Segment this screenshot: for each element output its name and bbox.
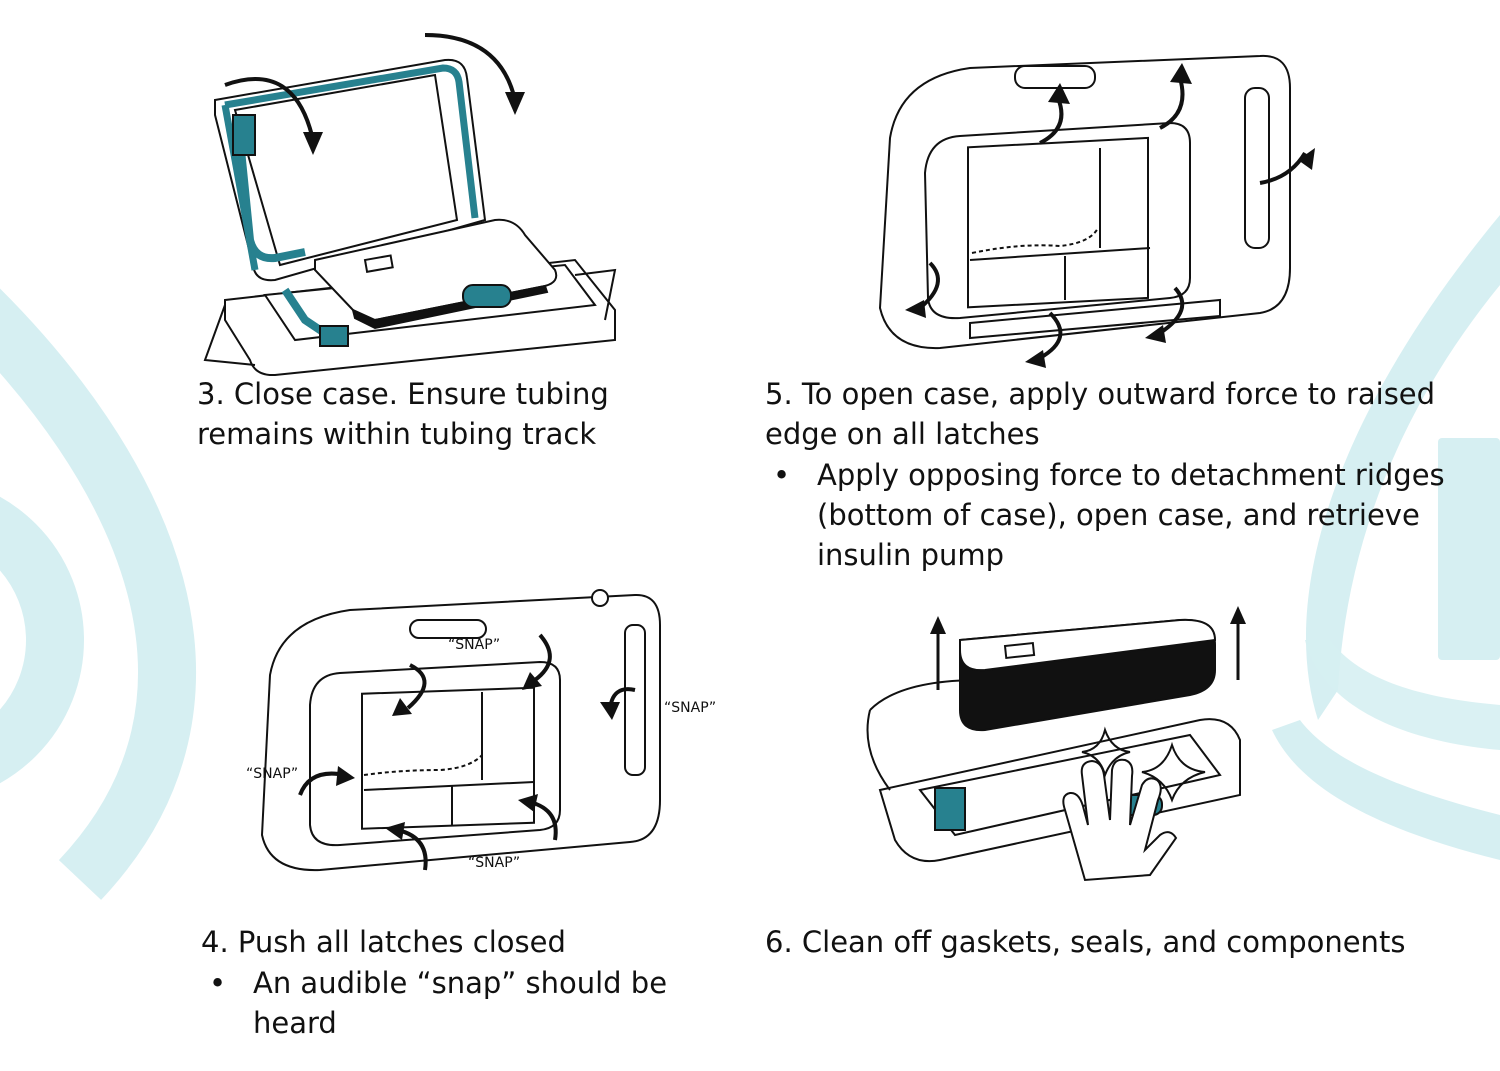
step-4-bullet: An audible “snap” should be heard bbox=[201, 963, 681, 1043]
step-6-text: 6. Clean off gaskets, seals, and compone… bbox=[765, 925, 1406, 959]
figure-push-latches: “SNAP” “SNAP” “SNAP” “SNAP” bbox=[240, 580, 740, 880]
step-4-bullets: An audible “snap” should be heard bbox=[201, 963, 681, 1043]
sparkle-icon bbox=[1081, 726, 1206, 803]
figure-open-latches bbox=[860, 38, 1330, 368]
figure-close-case bbox=[195, 20, 635, 380]
closed-case-illustration bbox=[878, 54, 1315, 368]
snap-case-illustration: “SNAP” “SNAP” “SNAP” “SNAP” bbox=[246, 589, 716, 872]
hand-wipe-icon bbox=[1062, 758, 1178, 882]
clean-case-illustration bbox=[866, 606, 1246, 882]
step-5-text: 5. To open case, apply outward force to … bbox=[765, 377, 1436, 451]
snap-callout-bottom: “SNAP” bbox=[468, 855, 520, 871]
step-4-text: 4. Push all latches closed bbox=[201, 925, 566, 959]
snap-callout-right: “SNAP” bbox=[664, 700, 716, 716]
curved-arrow-icon bbox=[224, 33, 517, 141]
straight-up-arrow-icon bbox=[936, 620, 1240, 690]
figure-clean-components bbox=[860, 606, 1280, 885]
step-5-bullets: Apply opposing force to detachment ridge… bbox=[765, 455, 1465, 575]
step-5-bullet: Apply opposing force to detachment ridge… bbox=[765, 455, 1465, 575]
snap-callout-top: “SNAP” bbox=[448, 637, 500, 653]
case-illustration bbox=[203, 33, 617, 377]
step-3-text: 3. Close case. Ensure tubing remains wit… bbox=[197, 377, 609, 451]
snap-callout-left: “SNAP” bbox=[246, 766, 298, 782]
